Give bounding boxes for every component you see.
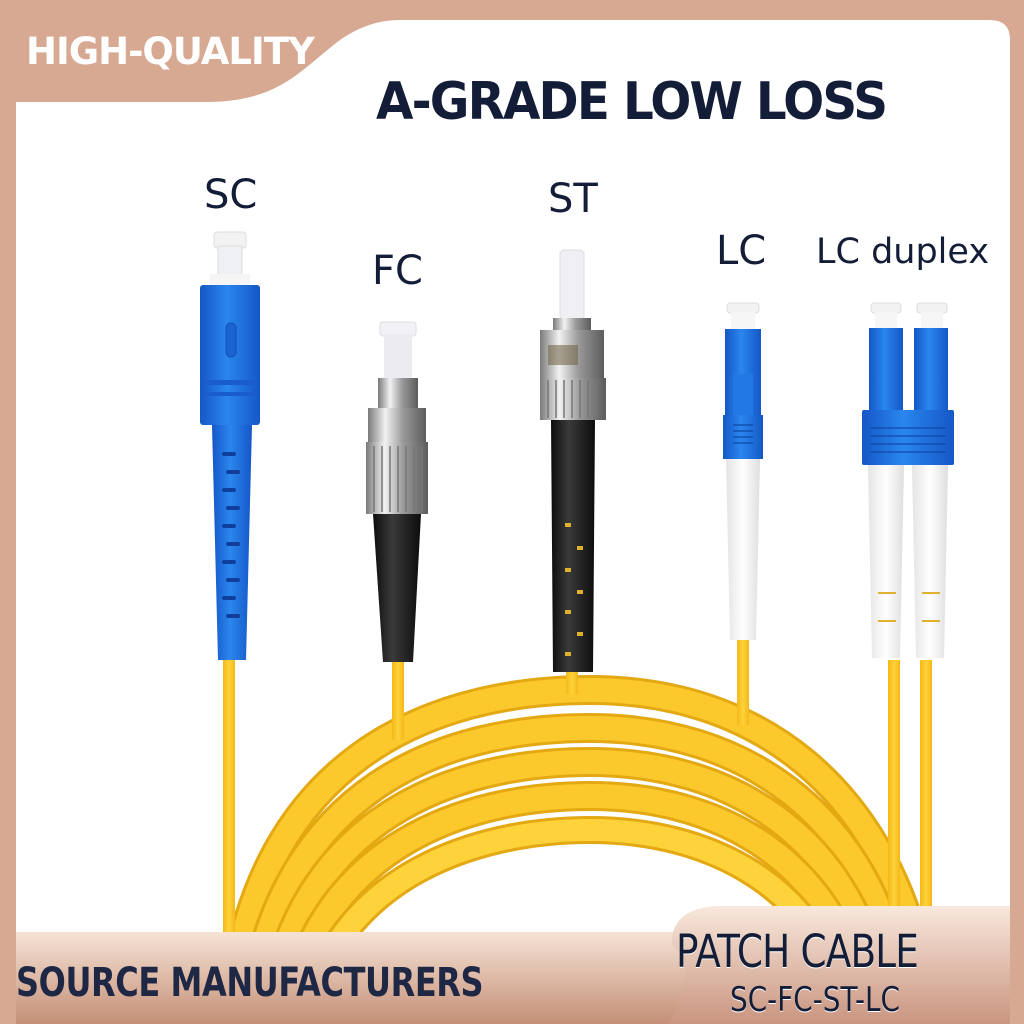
connector-label-lc-duplex: LC duplex — [816, 232, 990, 272]
patch-cable-subtitle: SC-FC-ST-LC — [730, 980, 901, 1020]
connector-label-sc: SC — [204, 172, 258, 218]
high-quality-badge: HIGH-QUALITY — [26, 30, 315, 73]
headline: A-GRADE LOW LOSS — [376, 72, 888, 132]
st-connector-image — [540, 249, 606, 672]
connector-label-fc: FC — [372, 248, 423, 294]
fc-connector-image — [366, 321, 428, 662]
connector-label-lc: LC — [716, 228, 767, 274]
sc-connector-image — [200, 231, 260, 660]
source-manufacturers-banner: SOURCE MANUFACTURERS — [16, 960, 484, 1006]
connector-label-st: ST — [548, 176, 598, 222]
patch-cable-title: PATCH CABLE — [676, 925, 919, 978]
lc-connector-image — [723, 302, 763, 640]
lc-duplex-connector-image — [862, 302, 954, 658]
